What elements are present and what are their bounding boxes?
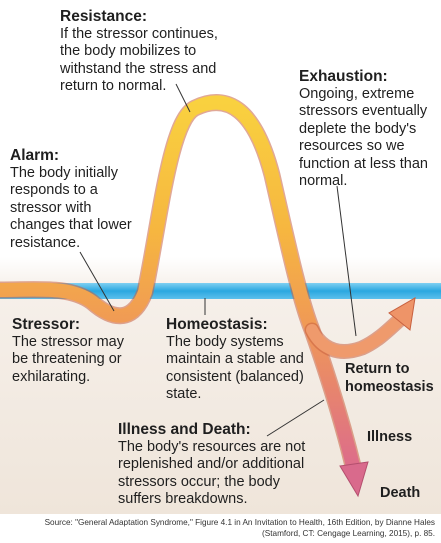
exhaustion-body: Ongoing, extreme stressors eventually de… bbox=[299, 86, 428, 190]
resistance-body: If the stressor continues, the body mobi… bbox=[60, 26, 218, 95]
stressor-body: The stressor may be threatening or exhil… bbox=[12, 334, 124, 385]
illness-death-text: Illness and Death: The body's resources … bbox=[118, 421, 320, 509]
illness-leader bbox=[266, 399, 325, 437]
alarm-leader bbox=[79, 251, 115, 312]
homeostasis-title: Homeostasis: bbox=[166, 316, 268, 333]
homeostasis-body: The body systems maintain a stable and c… bbox=[166, 334, 304, 403]
source-citation: Source: "General Adaptation Syndrome," F… bbox=[44, 518, 435, 538]
resistance-text: Resistance: If the stressor continues, t… bbox=[60, 8, 240, 96]
stressor-text: Stressor: The stressor may be threatenin… bbox=[12, 316, 142, 386]
source-footer: Source: "General Adaptation Syndrome," F… bbox=[0, 514, 441, 543]
return-arrowhead bbox=[388, 297, 416, 331]
resistance-title: Resistance: bbox=[60, 8, 148, 25]
death-label: Death bbox=[380, 485, 421, 501]
illness-label: Illness bbox=[367, 429, 413, 445]
exhaustion-title: Exhaustion: bbox=[299, 68, 388, 85]
stressor-title: Stressor: bbox=[12, 316, 81, 333]
exhaustion-leader bbox=[336, 185, 357, 337]
resistance-leader bbox=[175, 83, 191, 113]
return-branch bbox=[306, 310, 410, 358]
alarm-body: The body initially responds to a stresso… bbox=[10, 165, 132, 251]
diagram-canvas bbox=[0, 0, 441, 514]
homeostasis-text: Homeostasis: The body systems maintain a… bbox=[166, 316, 306, 404]
illness-death-title: Illness and Death: bbox=[118, 421, 251, 438]
alarm-title: Alarm: bbox=[10, 147, 60, 164]
alarm-text: Alarm: The body initially responds to a … bbox=[10, 147, 150, 252]
return-to-homeostasis-label: Return to homeostasis bbox=[345, 361, 434, 395]
background bbox=[0, 0, 441, 514]
homeostasis-band bbox=[0, 283, 441, 299]
exhaustion-text: Exhaustion: Ongoing, extreme stressors e… bbox=[299, 68, 439, 190]
stress-response-curve bbox=[0, 94, 412, 479]
leader-lines bbox=[79, 83, 357, 437]
illness-death-body: The body's resources are not replenished… bbox=[118, 439, 306, 508]
death-arrowhead bbox=[339, 461, 369, 498]
